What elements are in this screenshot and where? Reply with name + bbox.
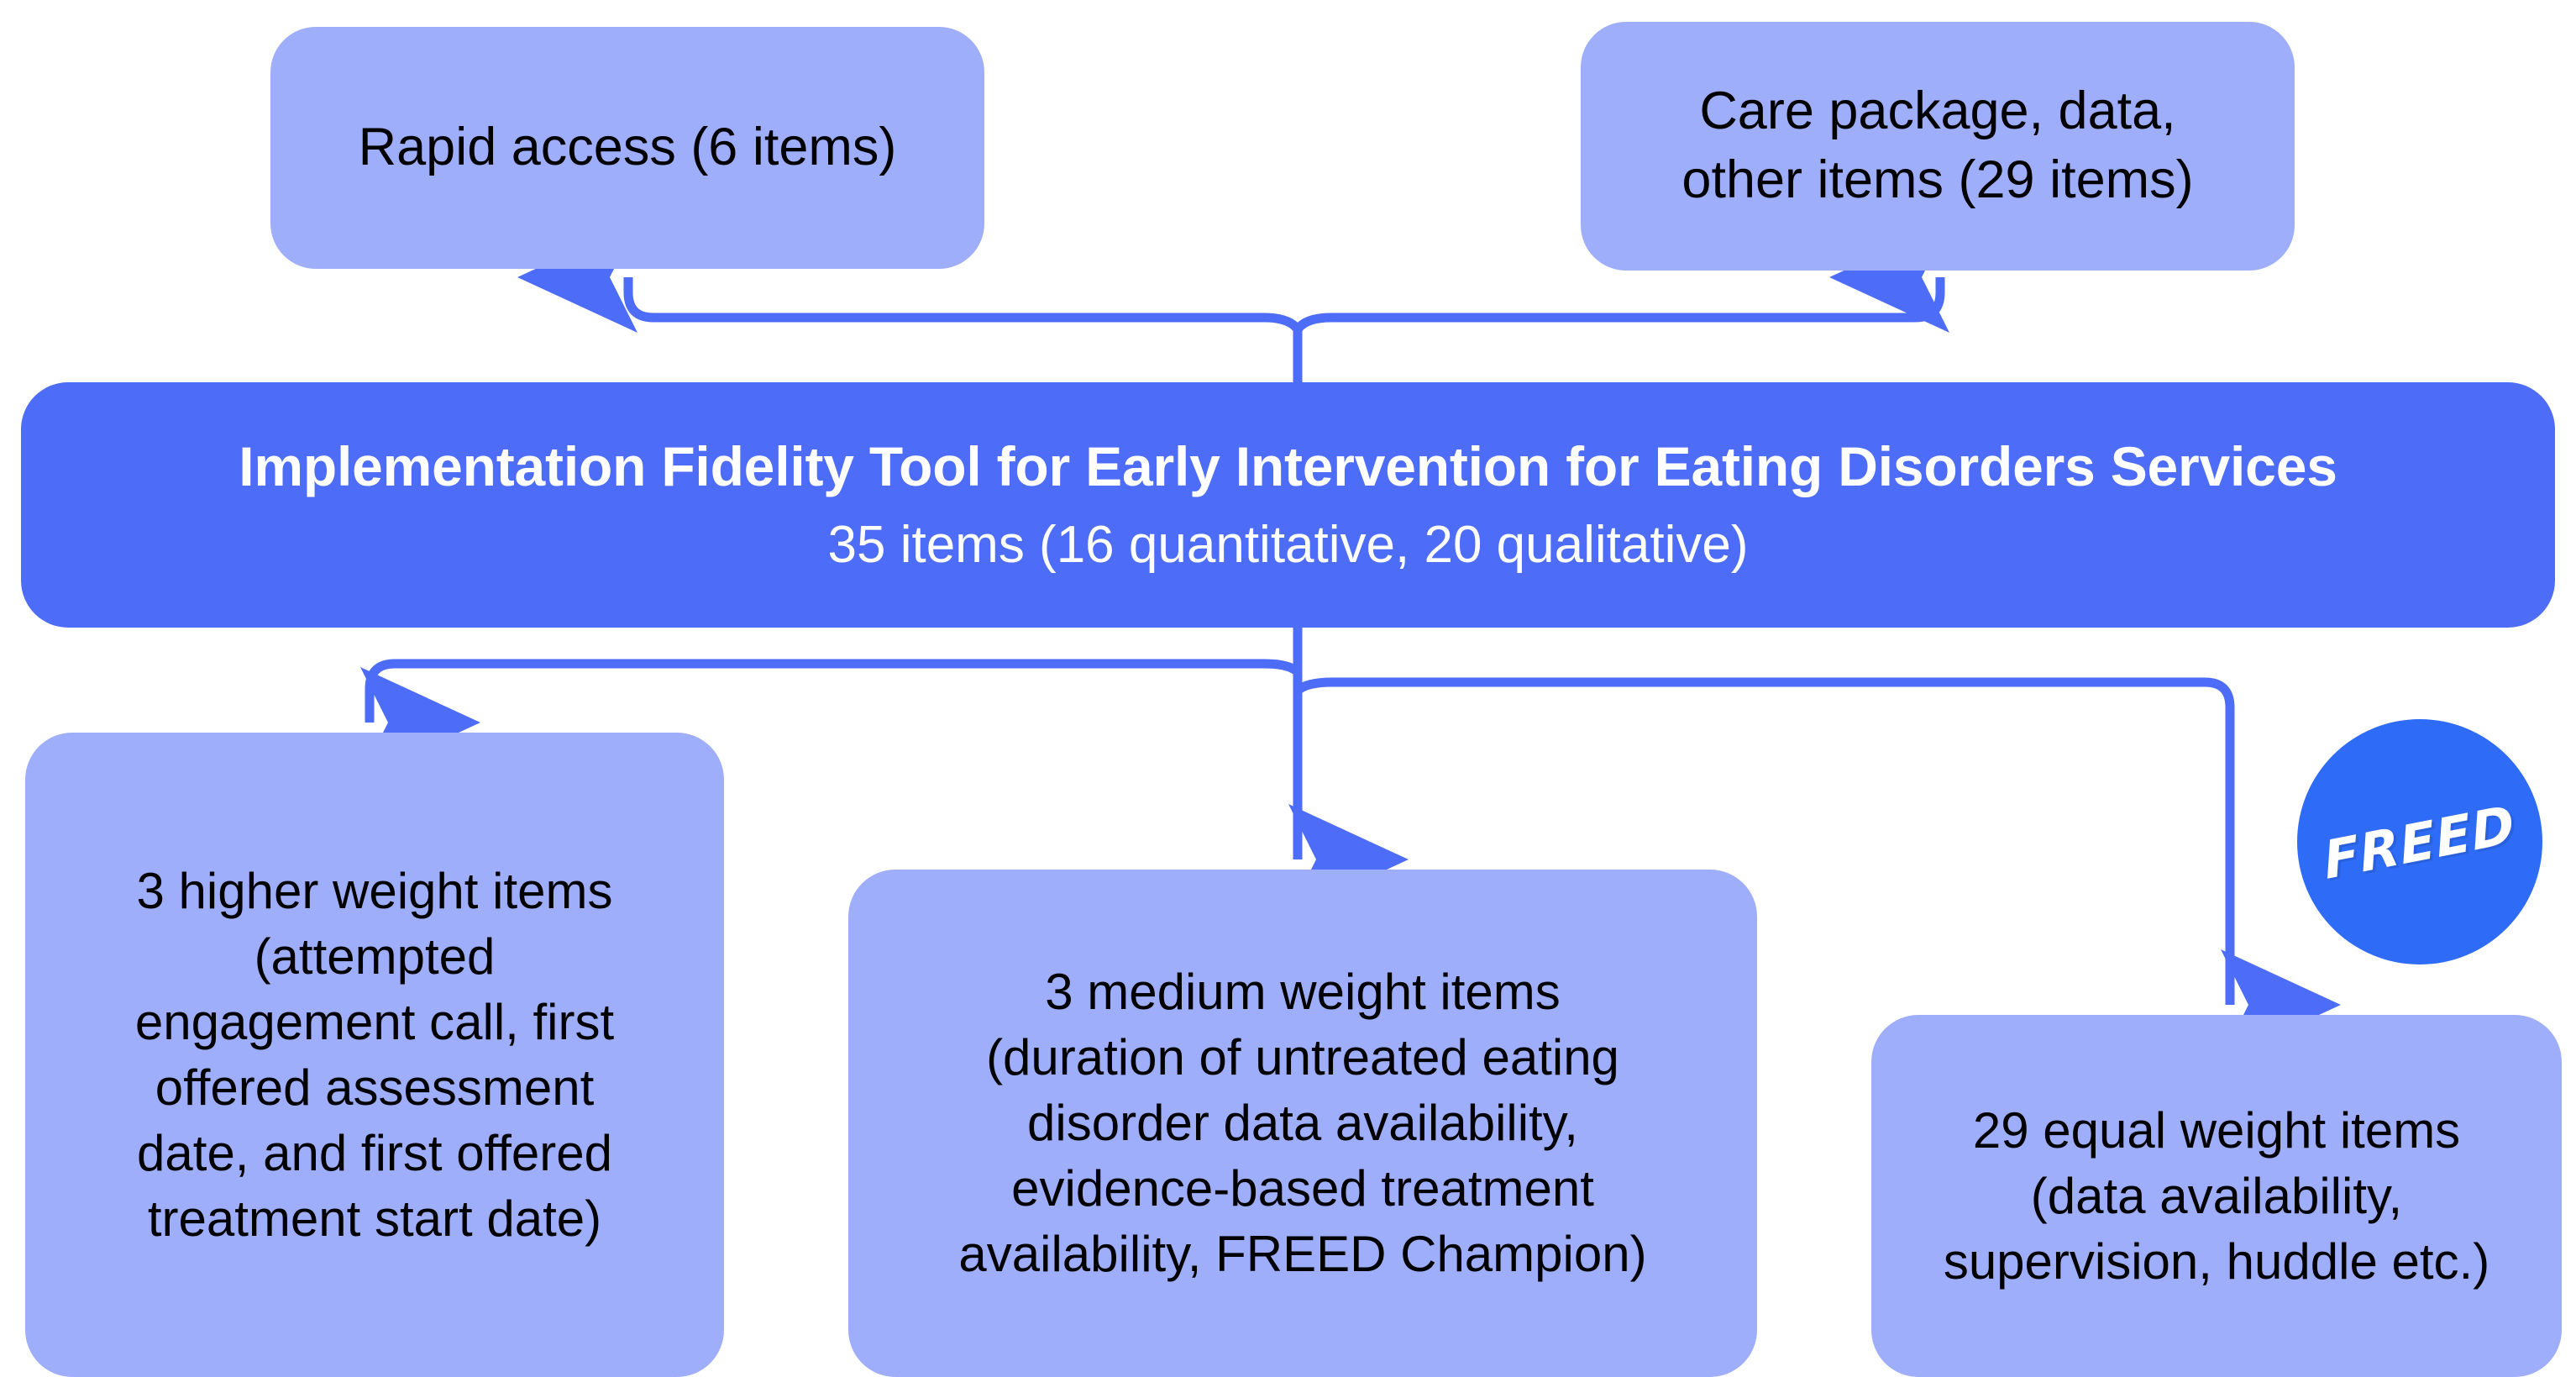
connector-to-higher-weight	[360, 659, 1301, 778]
node-rapid-access[interactable]: Rapid access (6 items)	[270, 27, 984, 269]
freed-logo-text: FREED	[2321, 792, 2519, 891]
main-node-subtitle: 35 items (16 quantitative, 20 qualitativ…	[827, 515, 1749, 574]
connector-to-care-package	[1293, 222, 1949, 333]
node-medium-weight-items-label: 3 medium weight items (duration of untre…	[958, 964, 1647, 1282]
node-care-package[interactable]: Care package, data, other items (29 item…	[1581, 22, 2295, 271]
node-care-package-label: Care package, data, other items (29 item…	[1681, 81, 2194, 209]
main-node-title: Implementation Fidelity Tool for Early I…	[239, 434, 2337, 497]
freed-logo-icon: FREED	[2297, 719, 2542, 964]
node-higher-weight-items-label: 3 higher weight items (attempted engagem…	[134, 862, 615, 1247]
node-medium-weight-items[interactable]: 3 medium weight items (duration of untre…	[848, 870, 1757, 1377]
node-implementation-fidelity-tool[interactable]: Implementation Fidelity Tool for Early I…	[21, 382, 2555, 628]
connector-to-rapid-access	[517, 222, 1302, 333]
node-equal-weight-items[interactable]: 29 equal weight items (data availability…	[1871, 1015, 2562, 1377]
node-equal-weight-items-label: 29 equal weight items (data availability…	[1943, 1101, 2490, 1290]
node-rapid-access-label: Rapid access (6 items)	[358, 118, 897, 177]
node-higher-weight-items[interactable]: 3 higher weight items (attempted engagem…	[25, 733, 724, 1377]
